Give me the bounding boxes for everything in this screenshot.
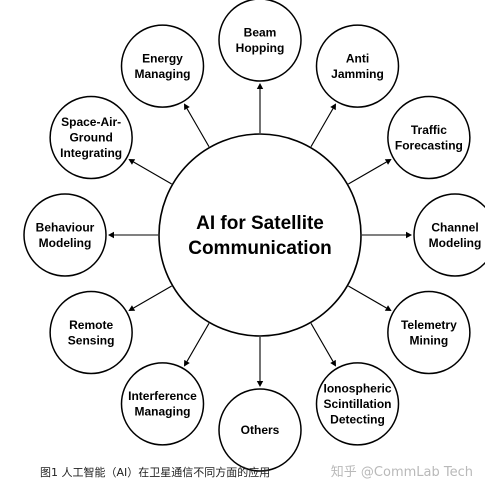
node-label-channel-modeling-line-2: Modeling <box>429 236 482 250</box>
node-label-interference-managing-line-1: Interference <box>128 389 197 403</box>
node-label-ionospheric-scintillation-detecting-line-2: Scintillation <box>323 397 391 411</box>
arrow-head-others <box>256 381 264 387</box>
node-label-ionospheric-scintillation-detecting-line-3: Detecting <box>330 412 385 426</box>
node-circle-telemetry-mining <box>387 290 471 375</box>
node-label-anti-jamming-line-1: Anti <box>346 51 369 65</box>
connector-telemetry-mining <box>348 285 387 309</box>
outer-nodes: BeamHoppingAntiJammingTrafficForecasting… <box>23 0 485 472</box>
center-label-line-2: Communication <box>188 238 332 259</box>
connector-energy-managing <box>186 108 210 147</box>
connector-arrows <box>108 83 412 387</box>
node-label-space-air-ground-integrating-line-3: Integrating <box>60 146 122 160</box>
arrow-head-interference-managing <box>184 359 190 367</box>
figure-caption: 图1 人工智能（AI）在卫星通信不同方面的应用 <box>40 466 271 479</box>
arrow-head-anti-jamming <box>330 103 336 111</box>
arrow-head-remote-sensing <box>128 305 136 311</box>
connector-space-air-ground-integrating <box>133 161 172 185</box>
connector-anti-jamming <box>310 108 334 147</box>
node-label-space-air-ground-integrating-line-2: Ground <box>69 131 112 145</box>
node-label-space-air-ground-integrating-line-1: Space-Air- <box>61 115 121 129</box>
arrow-head-telemetry-mining <box>384 305 392 311</box>
node-label-channel-modeling-line-1: Channel <box>431 220 478 234</box>
center-circle <box>158 133 362 337</box>
node-label-telemetry-mining-line-1: Telemetry <box>401 318 457 332</box>
arrow-head-energy-managing <box>184 103 190 111</box>
node-label-traffic-forecasting-line-1: Traffic <box>411 123 447 137</box>
node-circle-anti-jamming <box>315 24 400 108</box>
node-circle-interference-managing <box>120 362 205 446</box>
node-label-traffic-forecasting-line-2: Forecasting <box>395 138 463 152</box>
node-label-energy-managing-line-1: Energy <box>142 51 183 65</box>
arrow-head-channel-modeling <box>406 231 412 239</box>
node-label-beam-hopping-line-1: Beam <box>244 25 277 39</box>
connector-ionospheric-scintillation-detecting <box>310 323 334 362</box>
node-circle-remote-sensing <box>49 290 133 375</box>
node-label-ionospheric-scintillation-detecting-line-1: Ionospheric <box>323 381 391 395</box>
arrow-head-space-air-ground-integrating <box>128 159 136 165</box>
node-label-behaviour-modeling-line-2: Modeling <box>39 236 92 250</box>
node-label-energy-managing-line-2: Managing <box>135 67 191 81</box>
center-label-line-1: AI for Satellite <box>196 213 324 234</box>
node-circle-beam-hopping <box>218 0 302 82</box>
node-label-beam-hopping-line-2: Hopping <box>236 41 285 55</box>
node-circle-ionospheric-scintillation-detecting <box>315 362 400 446</box>
node-label-remote-sensing-line-2: Sensing <box>68 333 115 347</box>
connector-remote-sensing <box>133 285 172 309</box>
node-label-interference-managing-line-2: Managing <box>135 405 191 419</box>
node-circle-energy-managing <box>120 24 205 108</box>
node-circle-behaviour-modeling <box>23 193 107 277</box>
node-circle-others <box>218 388 302 472</box>
connector-traffic-forecasting <box>348 161 387 185</box>
arrow-head-traffic-forecasting <box>384 159 392 165</box>
node-circle-traffic-forecasting <box>387 95 471 180</box>
arrow-head-beam-hopping <box>256 83 264 89</box>
node-label-others-line-1: Others <box>241 423 280 437</box>
node-circle-space-air-ground-integrating <box>49 95 133 180</box>
node-label-remote-sensing-line-1: Remote <box>69 318 113 332</box>
arrow-head-ionospheric-scintillation-detecting <box>330 359 336 367</box>
node-label-anti-jamming-line-2: Jamming <box>331 67 384 81</box>
watermark: 知乎 @CommLab Tech <box>330 465 473 480</box>
node-circle-channel-modeling <box>413 193 485 277</box>
arrow-head-behaviour-modeling <box>108 231 114 239</box>
node-label-telemetry-mining-line-2: Mining <box>410 333 449 347</box>
node-label-behaviour-modeling-line-1: Behaviour <box>36 220 95 234</box>
connector-interference-managing <box>186 323 210 362</box>
node-others: Others <box>218 388 302 472</box>
